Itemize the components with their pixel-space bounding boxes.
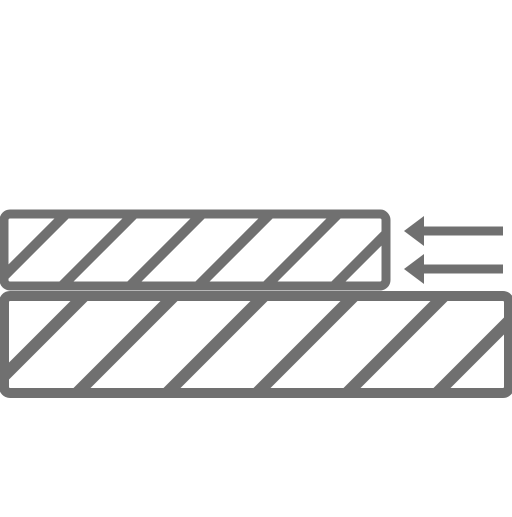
top-bar-hatching [4,214,386,286]
top-bar-outline [0,209,391,291]
arrow-left-icon [404,216,503,246]
bottom-bar-hatching [4,296,509,393]
bottom-bar-outline [0,291,512,398]
arrow-left-icon [404,254,503,284]
top-hatched-bar [0,209,391,291]
bottom-hatched-bar [0,291,512,398]
